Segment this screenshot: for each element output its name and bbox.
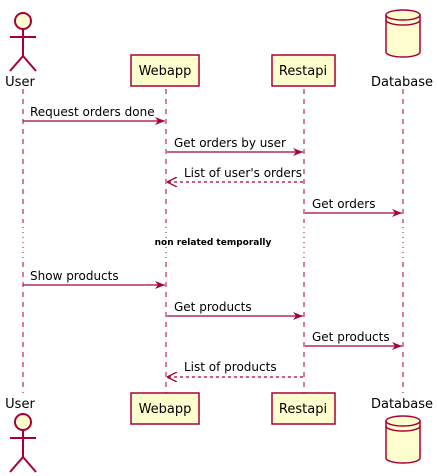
participant-label: Database — [371, 397, 433, 412]
participant-label: User — [5, 397, 35, 412]
database-icon — [385, 9, 421, 58]
actor-icon — [9, 12, 37, 72]
message-label: Get orders — [312, 197, 375, 211]
participant-database-top: Database — [371, 9, 433, 90]
message-label: List of user's orders — [184, 166, 302, 180]
participant-user-bottom: User — [5, 397, 37, 473]
message-3: List of user's orders — [167, 166, 303, 182]
message-label: Get products — [312, 330, 390, 344]
participant-label: Restapi — [279, 402, 327, 417]
message-label: Get orders by user — [174, 136, 286, 150]
divider-label: non related temporally — [155, 238, 272, 248]
lifelines — [22, 89, 404, 393]
message-label: Show products — [30, 269, 119, 283]
message-6: Get products — [167, 300, 303, 320]
participant-box — [271, 392, 336, 425]
participant-label: Webapp — [139, 64, 192, 79]
participant-label: Webapp — [139, 402, 192, 417]
participant-restapi-bottom: Restapi — [271, 392, 336, 425]
message-8: List of products — [167, 360, 303, 377]
actor-icon — [9, 413, 37, 473]
message-7: Get products — [305, 330, 402, 350]
message-label: List of products — [184, 360, 277, 374]
participant-box — [271, 54, 336, 87]
message-label: Get products — [174, 300, 252, 314]
participant-box — [130, 392, 200, 425]
database-icon — [385, 415, 421, 464]
message-4: Get orders — [305, 197, 402, 217]
participant-label: Restapi — [279, 64, 327, 79]
message-5: Show products — [23, 269, 165, 289]
message-1: Request orders done — [23, 105, 165, 125]
participant-webapp-bottom: Webapp — [130, 392, 200, 425]
message-label: Request orders done — [30, 105, 155, 119]
participant-database-bottom: Database — [371, 397, 433, 464]
participant-user-top: User — [5, 12, 37, 90]
participant-label: Database — [371, 75, 433, 90]
participant-box — [130, 54, 200, 87]
participant-restapi-top: Restapi — [271, 54, 336, 87]
participant-label: User — [5, 75, 35, 90]
divider: non related temporally — [155, 238, 272, 248]
participant-webapp-top: Webapp — [130, 54, 200, 87]
message-2: Get orders by user — [167, 136, 303, 156]
